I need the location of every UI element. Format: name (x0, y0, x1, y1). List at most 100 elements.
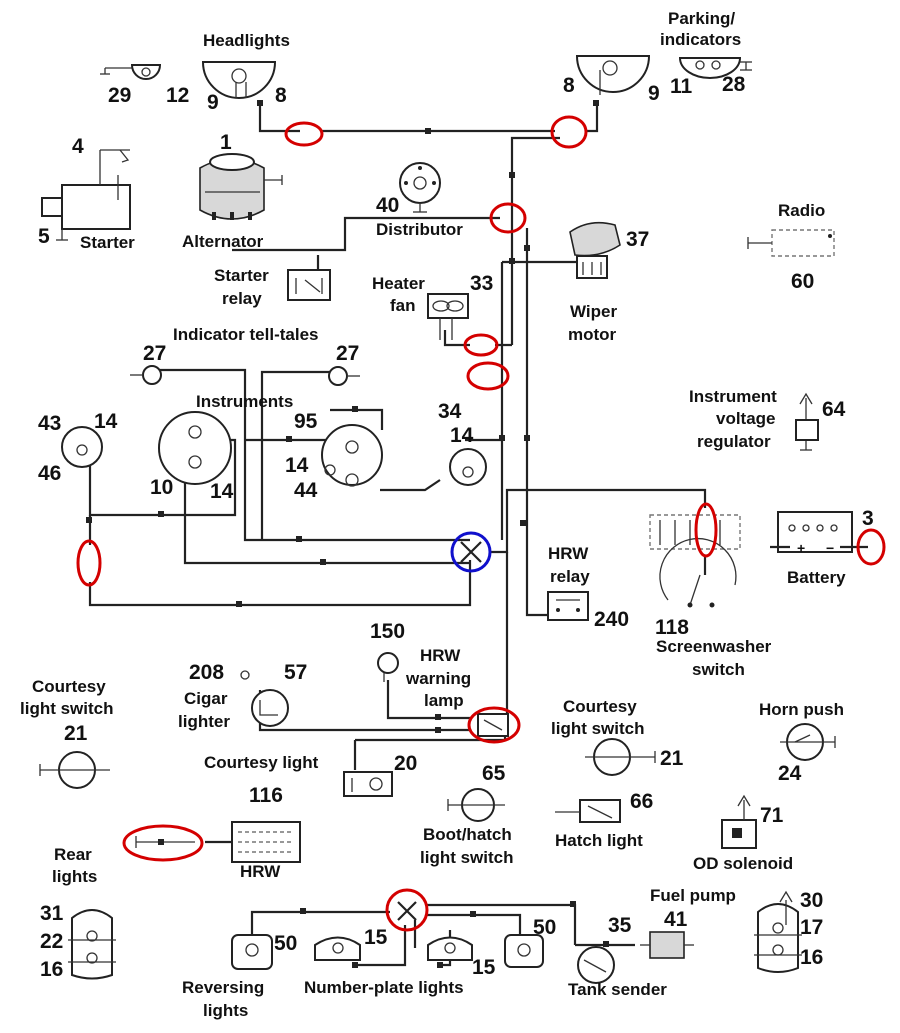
label-boot-1: Boot/hatch (423, 825, 512, 844)
tachometer-gauge (321, 424, 383, 487)
hrw-switch (477, 713, 509, 737)
num-50b: 50 (533, 916, 556, 939)
label-fuel-pump: Fuel pump (650, 886, 736, 905)
label-tank-sender: Tank sender (568, 980, 667, 999)
telltale-right (328, 366, 360, 386)
number-plate-light-left (314, 936, 361, 961)
num-11: 11 (670, 75, 693, 98)
cigar-lighter (240, 670, 289, 727)
label-hrw-lamp-2: warning (405, 669, 471, 688)
fuse-block (649, 514, 741, 550)
num-35: 35 (608, 914, 632, 937)
num-14a: 14 (94, 410, 118, 433)
label-hatch-light: Hatch light (555, 831, 643, 850)
highlight-hrw-connector (122, 824, 204, 862)
distributor (399, 162, 441, 213)
num-30: 30 (800, 889, 823, 912)
num-8b: 8 (563, 74, 575, 97)
num-66: 66 (630, 790, 653, 813)
num-57: 57 (284, 661, 307, 684)
highlight-main-junction (450, 531, 492, 573)
num-20: 20 (394, 752, 417, 775)
label-od-solenoid: OD solenoid (693, 854, 793, 873)
label-cigar-2: lighter (178, 712, 230, 731)
num-28: 28 (722, 73, 746, 96)
num-16b: 16 (800, 946, 823, 969)
label-reversing-2: lights (203, 1001, 248, 1020)
num-10: 10 (150, 476, 173, 499)
hatch-light (555, 799, 621, 823)
num-12: 12 (166, 84, 189, 107)
rear-light-left (68, 909, 116, 980)
starter-motor (41, 149, 131, 241)
num-33: 33 (470, 272, 493, 295)
num-17: 17 (800, 916, 823, 939)
num-24: 24 (778, 762, 802, 785)
label-wiper-2: motor (568, 325, 617, 344)
label-starter-relay-1: Starter (214, 266, 269, 285)
gauge-43 (61, 426, 103, 468)
num-150: 150 (370, 620, 405, 643)
num-9b: 9 (648, 82, 660, 105)
num-44: 44 (294, 479, 318, 502)
num-5: 5 (38, 225, 50, 248)
tank-sender (577, 946, 615, 984)
highlight-heater-connector (463, 333, 499, 357)
label-boot-2: light switch (420, 848, 514, 867)
highlight-headlight-connector (284, 121, 324, 147)
component-numbers: 29 12 9 8 8 9 11 28 4 5 1 40 37 60 33 27… (38, 73, 874, 981)
label-hrw-lamp-1: HRW (420, 646, 461, 665)
num-208: 208 (189, 661, 224, 684)
rear-light-right (754, 890, 802, 973)
num-14d: 14 (450, 424, 474, 447)
courtesy-switch-right (585, 738, 656, 776)
battery: + − (770, 511, 868, 556)
num-64: 64 (822, 398, 846, 421)
label-alternator: Alternator (182, 232, 264, 251)
heated-rear-window (231, 821, 301, 863)
radio (747, 229, 835, 257)
headlight-left (201, 61, 277, 99)
num-3: 3 (862, 507, 874, 530)
label-indicator-telltales: Indicator tell-tales (173, 325, 318, 344)
svg-text:−: − (826, 540, 834, 556)
od-solenoid (721, 794, 757, 849)
num-95: 95 (294, 410, 318, 433)
num-50a: 50 (274, 932, 297, 955)
hrw-warning-lamp (377, 652, 399, 682)
num-41: 41 (664, 908, 688, 931)
num-27a: 27 (143, 342, 166, 365)
reversing-light (231, 934, 273, 970)
label-battery: Battery (787, 568, 846, 587)
screenwasher-switch (659, 537, 737, 608)
num-37: 37 (626, 228, 649, 251)
label-hrw-relay-1: HRW (548, 544, 589, 563)
label-wiper-1: Wiper (570, 302, 617, 321)
label-cigar-1: Cigar (184, 689, 228, 708)
number-plate-light-right (427, 936, 473, 961)
label-hrw-lamp-3: lamp (424, 691, 464, 710)
highlight-gauge-wire (76, 539, 102, 587)
label-radio: Radio (778, 201, 825, 220)
label-number-plate: Number-plate lights (304, 978, 464, 997)
label-screenwasher-2: switch (692, 660, 745, 679)
label-heater-1: Heater (372, 274, 425, 293)
label-rear-1: Rear (54, 845, 92, 864)
highlight-distributor-ground (489, 202, 527, 234)
highlight-fuse-block (694, 502, 718, 558)
alternator (199, 153, 283, 220)
num-34: 34 (438, 400, 462, 423)
label-courtesy-left-2: light switch (20, 699, 114, 718)
num-27b: 27 (336, 342, 359, 365)
label-ivr-3: regulator (697, 432, 771, 451)
highlight-parking-connector (550, 115, 588, 149)
num-1: 1 (220, 131, 232, 154)
wiper-motor (569, 221, 621, 279)
label-screenwasher-1: Screenwasher (656, 637, 772, 656)
label-instruments: Instruments (196, 392, 293, 411)
hrw-relay (547, 591, 589, 621)
label-horn-push: Horn push (759, 700, 844, 719)
num-14b: 14 (210, 480, 234, 503)
horn-push (780, 723, 836, 761)
highlight-rear-junction (385, 888, 429, 932)
